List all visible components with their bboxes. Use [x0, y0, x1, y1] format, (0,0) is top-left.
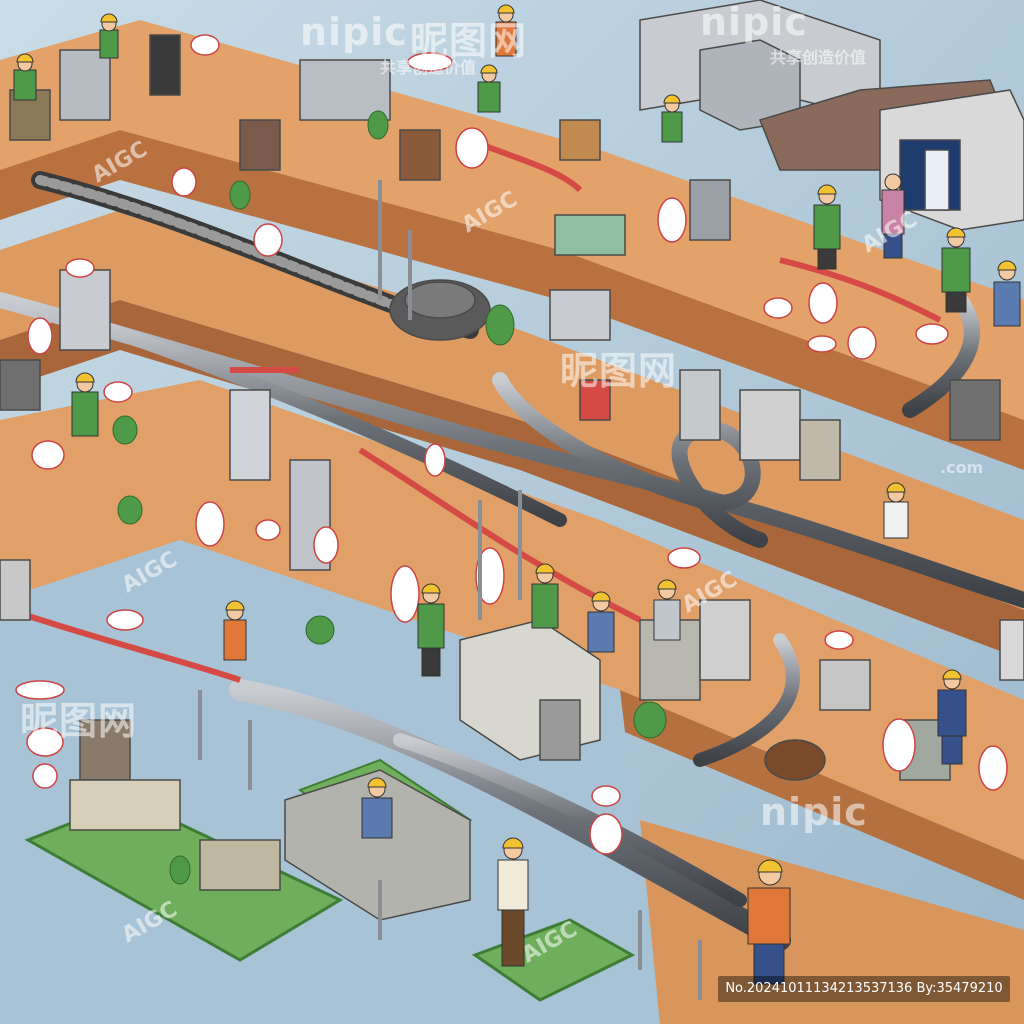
worker — [883, 482, 909, 539]
speech-bubbles — [15, 34, 1008, 855]
worker — [417, 583, 445, 677]
worker — [71, 372, 99, 437]
platform-tier-lower — [0, 380, 1024, 1024]
support-posts — [198, 180, 702, 1000]
worker — [993, 260, 1021, 327]
worker — [747, 859, 791, 985]
worker — [587, 591, 615, 653]
machines — [0, 0, 1024, 921]
worker — [881, 173, 905, 259]
worker — [653, 579, 681, 641]
worker — [99, 13, 119, 59]
worker — [813, 184, 841, 270]
worker — [937, 669, 967, 765]
worker — [13, 53, 37, 101]
worker — [223, 600, 247, 661]
worker — [495, 4, 517, 57]
workers — [13, 4, 1021, 985]
worker — [497, 837, 529, 967]
worker — [361, 777, 393, 839]
image-id-caption: No.20241011134213537136 By:35479210 — [718, 976, 1010, 1002]
worker — [531, 563, 559, 629]
green-mat-front — [471, 918, 636, 1002]
green-plants — [112, 110, 667, 885]
worker — [661, 94, 683, 143]
worker — [477, 64, 501, 113]
worker — [941, 227, 971, 313]
